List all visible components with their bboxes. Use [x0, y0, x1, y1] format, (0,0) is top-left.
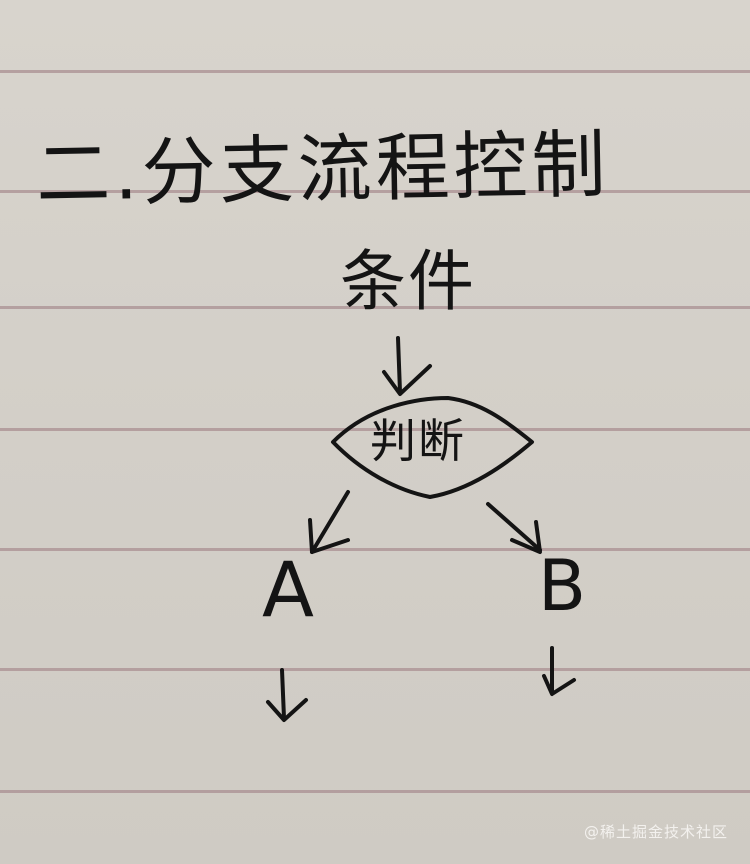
ruled-line	[0, 428, 750, 431]
ruled-line	[0, 668, 750, 671]
decision-node-label: 判断	[370, 414, 466, 468]
arrow-decision-to-b	[486, 502, 542, 554]
arrow-down-from-a	[266, 668, 308, 722]
ruled-line	[0, 306, 750, 309]
branch-a-label: A	[262, 545, 314, 634]
arrow-down-from-b	[542, 646, 576, 696]
watermark: @稀土掘金技术社区	[583, 823, 728, 841]
ruled-line	[0, 548, 750, 551]
ruled-line	[0, 790, 750, 793]
branch-b-label: B	[538, 545, 587, 627]
arrow-condition-to-decision	[382, 336, 432, 396]
ruled-line	[0, 70, 750, 73]
arrow-decision-to-a	[308, 490, 350, 554]
ruled-line	[0, 190, 750, 193]
condition-node-label: 条件	[340, 243, 476, 320]
decision-diamond	[331, 396, 534, 499]
